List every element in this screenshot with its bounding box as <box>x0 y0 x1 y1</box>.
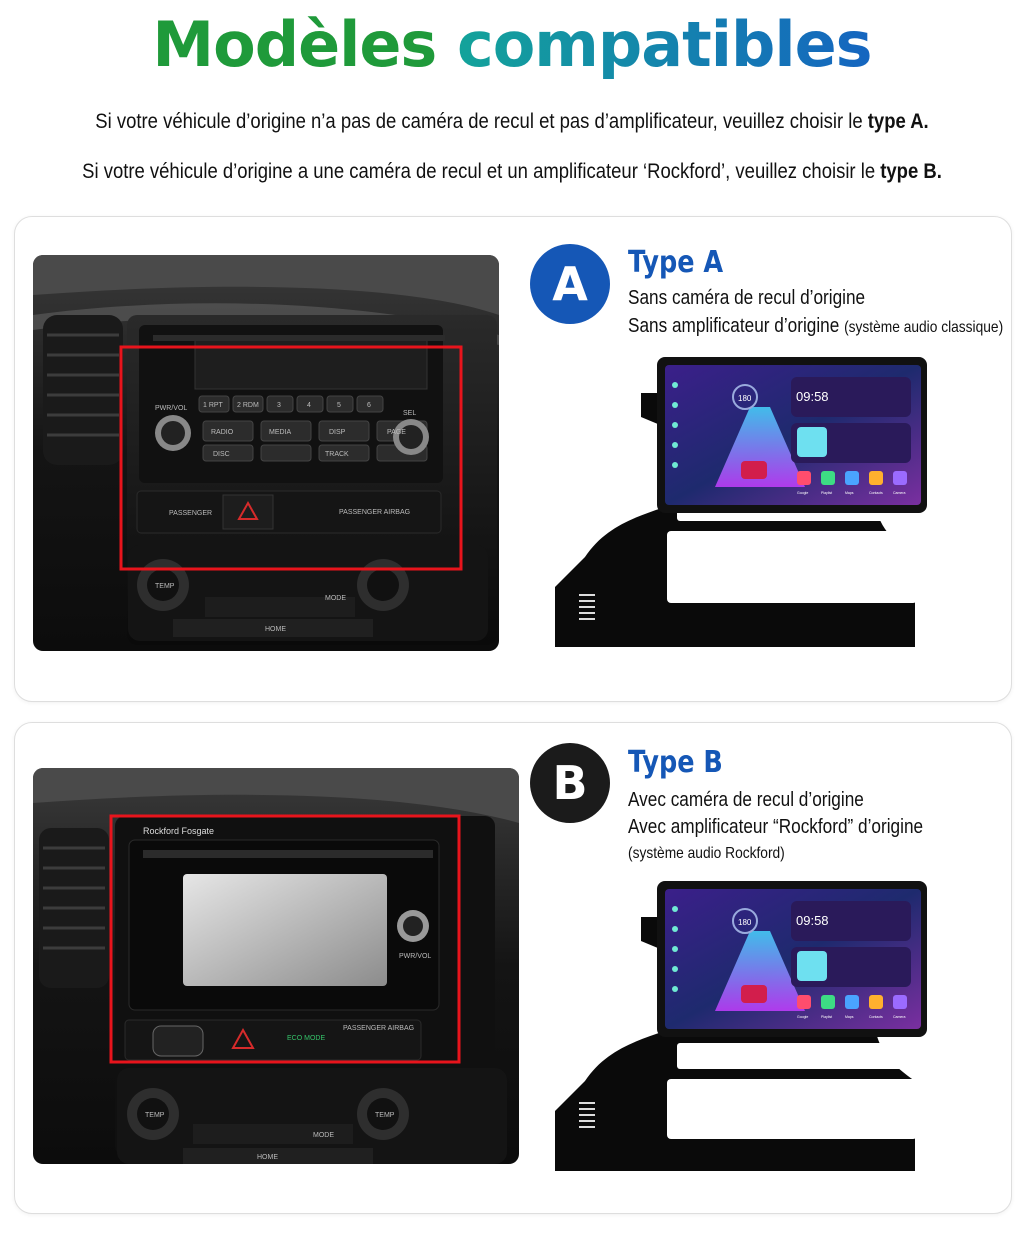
radio-a-radio: RADIO <box>211 429 234 436</box>
radio-b-temp: TEMP <box>145 1112 165 1119</box>
radio-a-sel: SEL <box>403 410 416 417</box>
radio-a-disp: DISP <box>329 429 346 436</box>
type-a-line-2: Sans amplificateur d’origine (système au… <box>628 315 1003 338</box>
head-unit-b-clock: 09:58 <box>796 913 829 928</box>
radio-b-pwr-vol: PWR/VOL <box>399 953 431 960</box>
radio-a-passenger: PASSENGER <box>169 510 212 517</box>
head-unit-b-app-2: Playlist <box>821 1015 832 1019</box>
type-b-line-2: Avec amplificateur “Rockford” d’origine <box>628 816 924 838</box>
intro-type-a-bold: type A. <box>867 110 929 133</box>
intro-type-a-text: Si votre véhicule d’origine n’a pas de c… <box>95 110 868 133</box>
radio-a-mode: MODE <box>325 595 346 602</box>
head-unit-a-app-1: Google <box>797 491 808 495</box>
radio-b-temp-right: TEMP <box>375 1112 395 1119</box>
type-a-line-2-small: (système audio classique) <box>844 319 1004 336</box>
radio-a-pwr-vol: PWR/VOL <box>155 405 187 412</box>
badge-type-b: B <box>530 743 610 823</box>
type-a-line-2-main: Sans amplificateur d’origine <box>628 315 845 337</box>
radio-a-track: TRACK <box>325 451 349 458</box>
android-head-unit-a: 09:58 180 Google Playlist Maps Contacts … <box>545 357 931 657</box>
intro-type-b-text: Si votre véhicule d’origine a une caméra… <box>82 160 881 183</box>
type-b-line-1: Avec caméra de recul d’origine <box>628 789 864 811</box>
head-unit-b-app-1: Google <box>797 1015 808 1019</box>
radio-b-brand: Rockford Fosgate <box>143 826 214 836</box>
type-a-line-1: Sans caméra de recul d’origine <box>628 287 866 309</box>
head-unit-a-app-4: Contacts <box>869 491 883 495</box>
intro-type-b: Si votre véhicule d’origine a une caméra… <box>61 160 962 184</box>
head-unit-a-app-3: Maps <box>845 491 854 495</box>
radio-a-temp: TEMP <box>155 583 175 590</box>
title-word-2: compatibles <box>456 8 873 81</box>
radio-a-preset-4: 4 <box>307 402 311 409</box>
radio-a-airbag: PASSENGER AIRBAG <box>339 509 410 516</box>
head-unit-a-clock: 09:58 <box>796 389 829 404</box>
radio-a-preset-6: 6 <box>367 402 371 409</box>
radio-a-preset-5: 5 <box>337 402 341 409</box>
radio-a-page: PAGE <box>387 429 406 436</box>
head-unit-a-speed: 180 <box>738 394 752 403</box>
radio-b-mode: MODE <box>313 1132 334 1139</box>
radio-a-preset-2: 2 RDM <box>237 402 259 409</box>
radio-a-preset-3: 3 <box>277 402 281 409</box>
head-unit-b-app-5: Camera <box>893 1015 906 1019</box>
android-head-unit-b: 09:58 180 Google Playlist Maps Contacts … <box>545 881 931 1181</box>
radio-b-home: HOME <box>257 1154 278 1161</box>
page-title: Modèles compatibles <box>0 8 1024 81</box>
intro-type-b-bold: type B. <box>880 160 942 183</box>
radio-a-disc: DISC <box>213 451 230 458</box>
original-radio-photo-b: Rockford Fosgate PWR/VOL ECO MODE PASSEN… <box>33 768 519 1164</box>
card-type-b: Rockford Fosgate PWR/VOL ECO MODE PASSEN… <box>14 722 1012 1214</box>
card-type-a: PWR/VOL SEL 1 RPT 2 RDM 3 4 5 6 RADIO ME… <box>14 216 1012 702</box>
head-unit-b-app-3: Maps <box>845 1015 854 1019</box>
head-unit-a-app-2: Playlist <box>821 491 832 495</box>
radio-a-media: MEDIA <box>269 429 292 436</box>
head-unit-a-app-5: Camera <box>893 491 906 495</box>
title-word-1: Modèles <box>152 8 437 81</box>
radio-a-preset-1: 1 RPT <box>203 402 224 409</box>
type-a-title: Type A <box>628 245 724 280</box>
radio-a-home: HOME <box>265 626 286 633</box>
radio-b-airbag: PASSENGER AIRBAG <box>343 1025 414 1032</box>
badge-type-a: A <box>530 244 610 324</box>
type-b-title: Type B <box>628 745 723 780</box>
original-radio-photo-a: PWR/VOL SEL 1 RPT 2 RDM 3 4 5 6 RADIO ME… <box>33 255 499 651</box>
head-unit-b-app-4: Contacts <box>869 1015 883 1019</box>
head-unit-b-speed: 180 <box>738 918 752 927</box>
radio-b-eco: ECO MODE <box>287 1035 325 1042</box>
type-b-line-3: (système audio Rockford) <box>628 845 785 862</box>
intro-type-a: Si votre véhicule d’origine n’a pas de c… <box>61 110 962 134</box>
